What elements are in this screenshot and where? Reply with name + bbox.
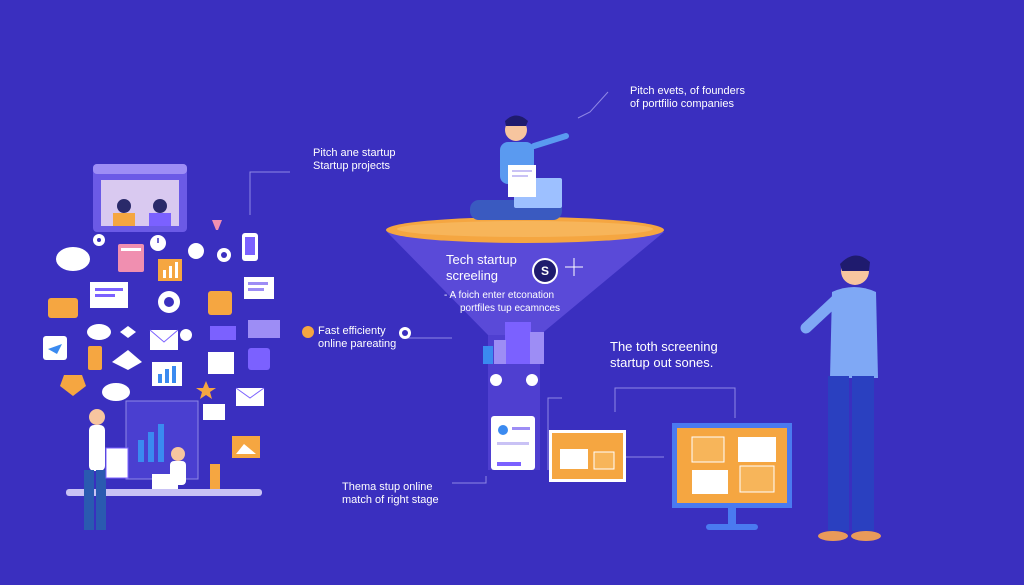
cloud-icon [56, 247, 90, 271]
rocket-icon [248, 348, 270, 370]
sparkle-icon [565, 258, 583, 276]
cloud-icon [102, 383, 130, 401]
clock-icon [150, 235, 166, 251]
icon-cloud [43, 220, 280, 458]
chat-bubble-icon [180, 329, 192, 341]
phone-icon [88, 346, 102, 370]
globe-icon [399, 327, 411, 339]
document-icon [244, 277, 274, 299]
mail-icon [235, 387, 265, 406]
large-monitor-screen [672, 423, 792, 530]
code-icon [120, 326, 136, 338]
startup-s-badge: S [532, 258, 558, 284]
chat-bubble-icon [188, 243, 204, 259]
thema-label: Thema stup online match of right stage [342, 481, 439, 506]
document-icon [90, 282, 128, 308]
pitch-startup-label: Pitch ane startup Startup projects [313, 147, 396, 172]
location-pin-icon [93, 234, 105, 246]
twitter-icon [43, 336, 67, 360]
mail-icon [149, 329, 179, 350]
connector-lines [249, 91, 736, 484]
envelope-icon [210, 326, 236, 340]
funnel-title: Tech startup screeling [446, 252, 517, 283]
clock-icon [302, 326, 314, 338]
screening-funnel [386, 217, 664, 470]
document-icon [208, 352, 234, 374]
document-icon [203, 404, 225, 420]
chart-icon [152, 362, 182, 386]
funnel-subtitle: - A foich enter etconation portfiles tup… [444, 290, 561, 314]
envelope-icon [112, 350, 142, 370]
fast-efficiency-label: Fast efficienty online pareating [318, 325, 397, 350]
person-standing-right [800, 255, 881, 541]
gear-icon [158, 291, 180, 313]
lightbulb-icon [212, 220, 222, 230]
document-icon [118, 244, 144, 272]
image-icon [232, 436, 260, 458]
person-standing-left [84, 409, 129, 530]
video-call-window [93, 164, 187, 232]
pitch-events-label: Pitch evets, of founders of portfilio co… [630, 85, 745, 110]
screening-label: The toth screening startup out sones. [610, 339, 718, 370]
person-sitting-left [170, 447, 186, 485]
small-monitor-screen [549, 430, 626, 482]
phone-icon [242, 233, 258, 261]
image-icon [248, 320, 280, 338]
trophy-icon [60, 375, 86, 396]
image-icon [208, 291, 232, 315]
star-icon [196, 381, 216, 399]
person-with-laptop [470, 115, 569, 220]
gear-icon [217, 248, 231, 262]
chart-icon [158, 259, 182, 281]
cloud-icon [87, 324, 111, 340]
briefcase-icon [48, 298, 78, 318]
